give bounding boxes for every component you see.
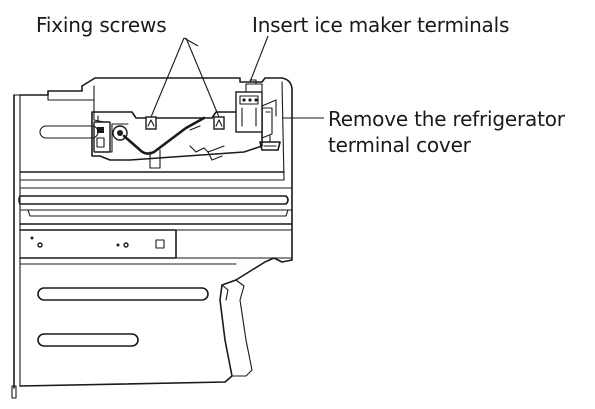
refrigerator-terminal-cover (259, 107, 281, 151)
cabinet-outline (11, 77, 293, 399)
insert-terminals-label: Insert ice maker terminals (252, 13, 510, 37)
ice-maker-terminal (235, 79, 277, 133)
remove-cover-label-line1: Remove the refrigerator (328, 107, 565, 131)
control-strip (19, 229, 293, 265)
leader-lines (150, 35, 324, 119)
middle-divider (18, 171, 293, 225)
fixing-screws-label: Fixing screws (36, 13, 167, 37)
fixing-screw-right (213, 116, 225, 130)
fixing-screw-left (145, 116, 157, 130)
ice-maker-area (39, 79, 285, 181)
remove-cover-label-line2: terminal cover (328, 133, 471, 157)
lower-slots (37, 287, 209, 347)
